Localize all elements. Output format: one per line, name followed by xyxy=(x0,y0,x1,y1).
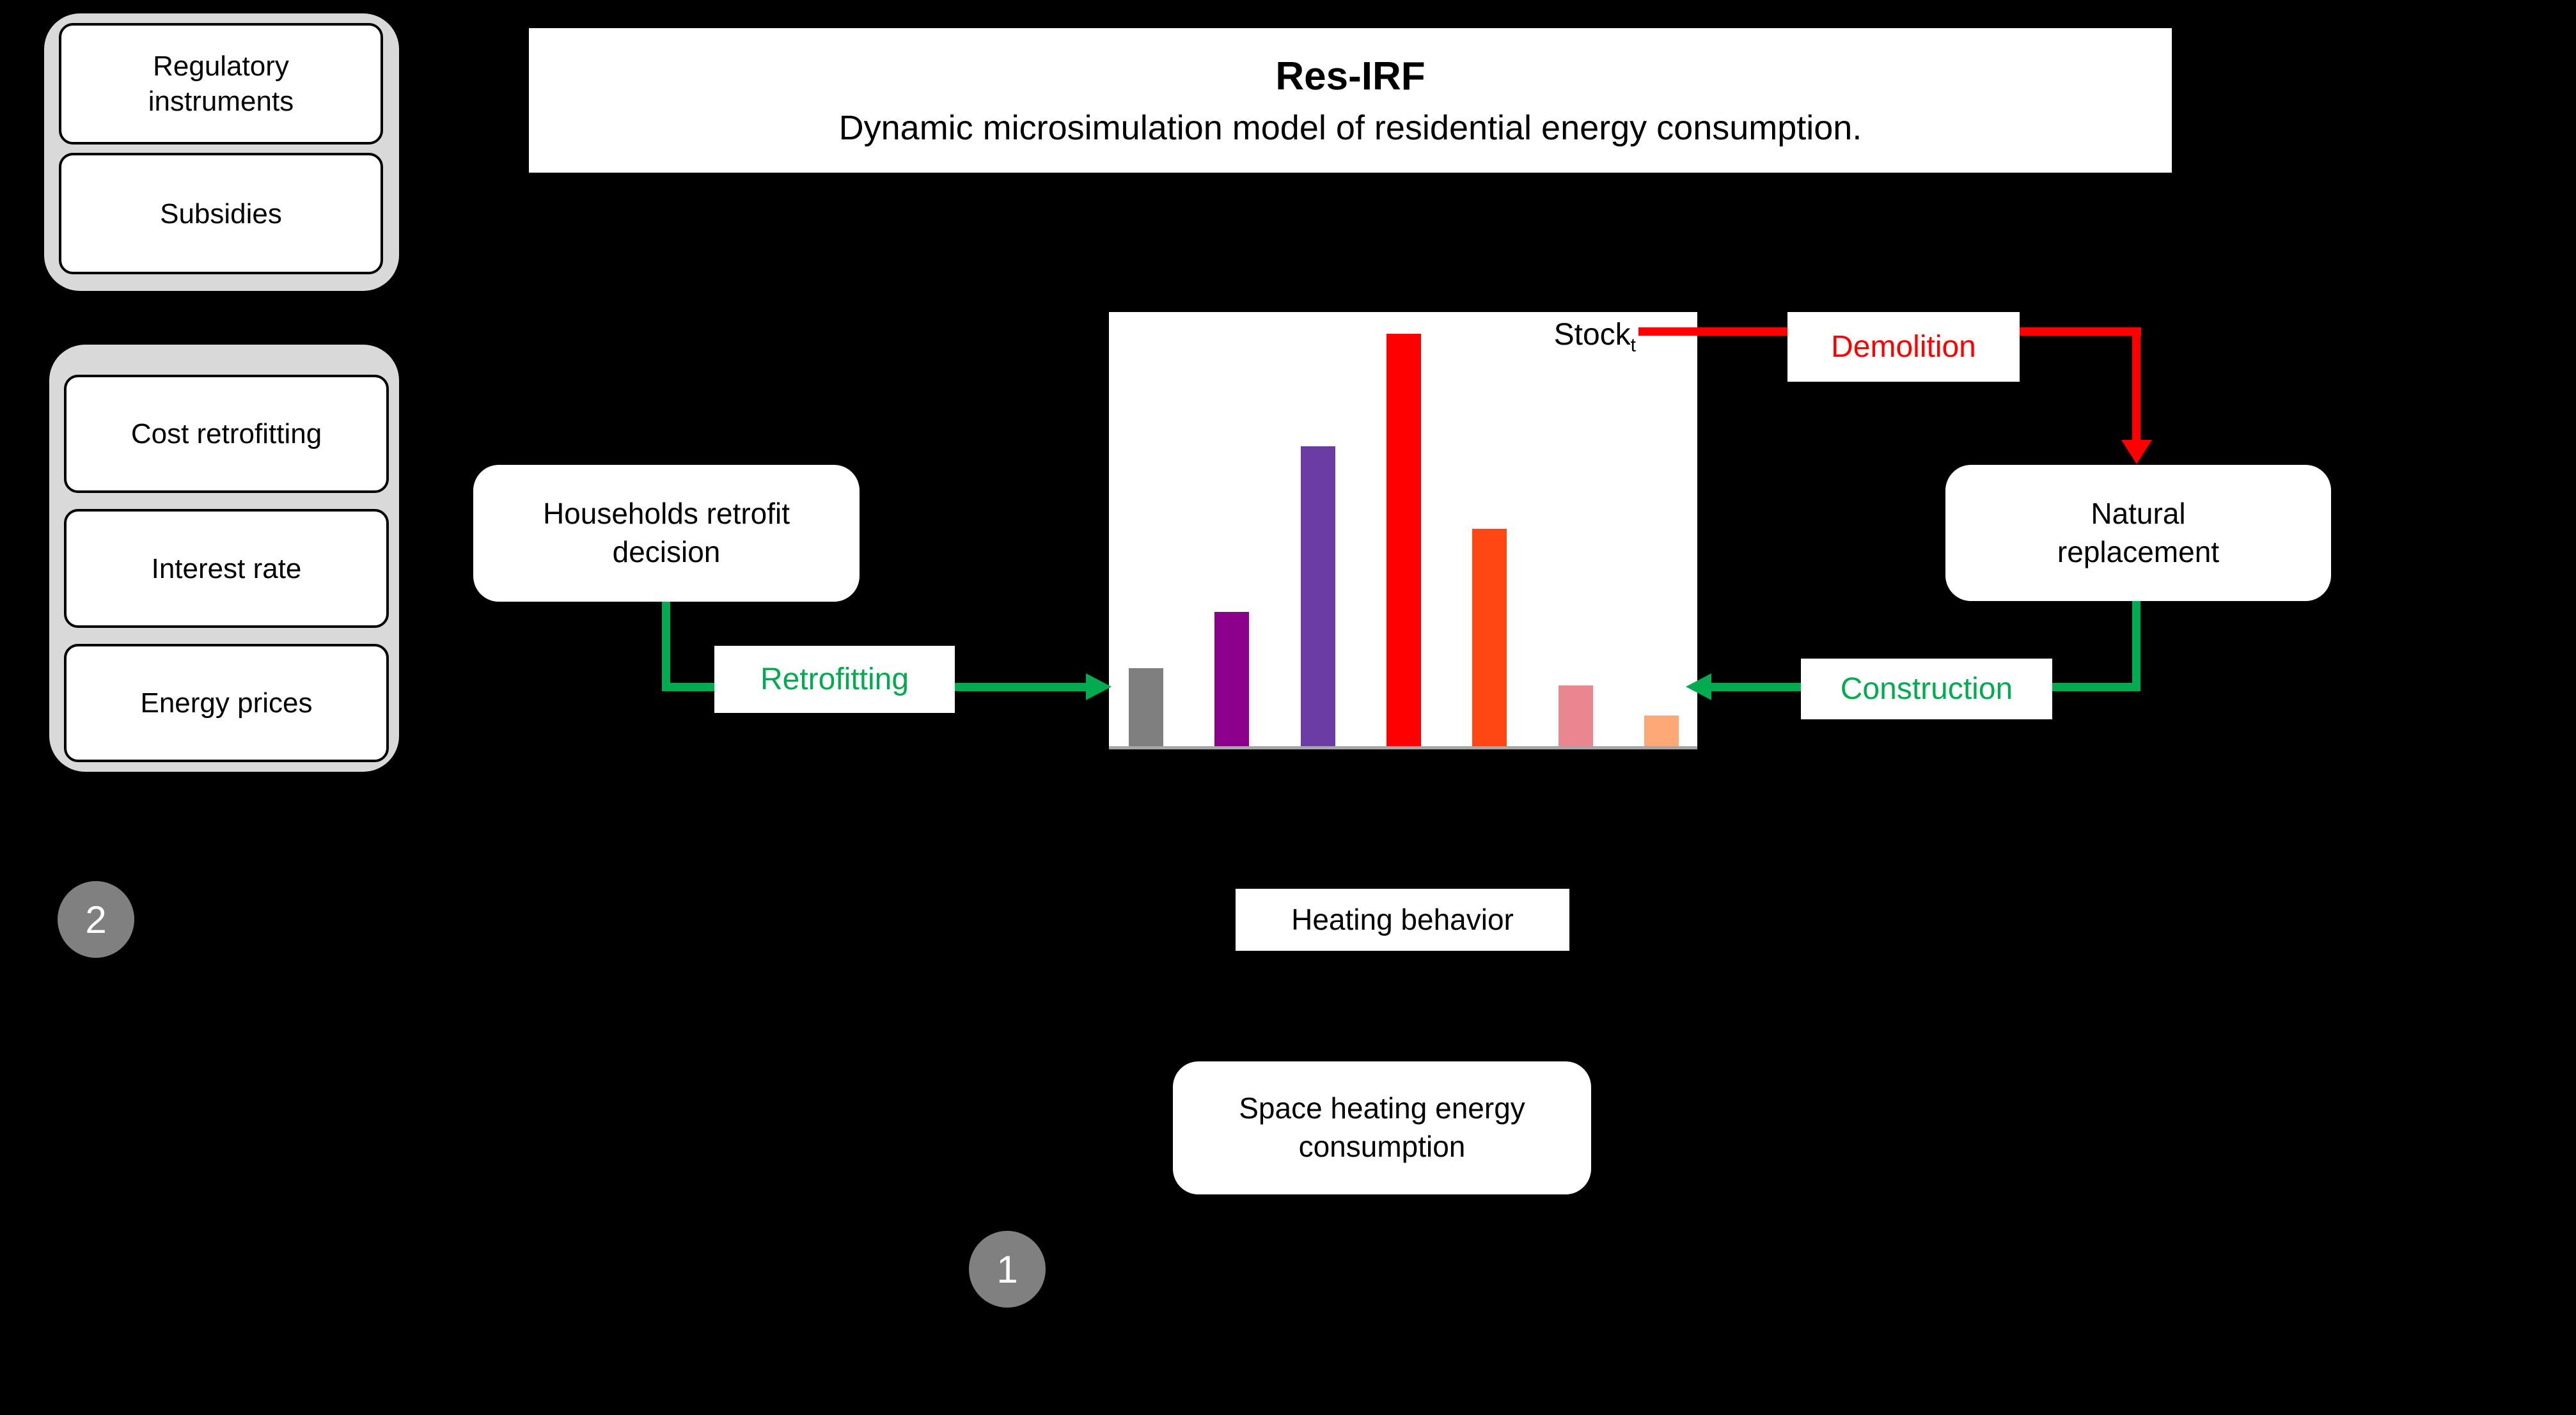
demolition-label: Demolition xyxy=(1831,330,1976,364)
step-badge-1-label: 1 xyxy=(996,1247,1018,1291)
stock-bar-chart: Stockt xyxy=(1109,312,1697,749)
construction-label: Construction xyxy=(1840,672,2013,706)
construction-label-box: Construction xyxy=(1801,659,2052,719)
space-heating-label: Space heating energy consumption xyxy=(1239,1091,1525,1163)
chart-baseline xyxy=(1109,746,1697,749)
stock-bar-5 xyxy=(1472,529,1507,746)
construction-arrowhead-icon xyxy=(1686,673,1711,700)
subsidies-label: Subsidies xyxy=(160,198,282,230)
space-heating-box: Space heating energy consumption xyxy=(1173,1061,1591,1194)
cost-retrofitting-label: Cost retrofitting xyxy=(130,418,322,450)
subsidies-box: Subsidies xyxy=(59,153,383,274)
cost-retrofitting-box: Cost retrofitting xyxy=(64,375,389,493)
natural-replacement-box: Natural replacement xyxy=(1945,465,2331,601)
interest-rate-box: Interest rate xyxy=(64,509,389,628)
regulatory-instruments-label: Regulatory instruments xyxy=(148,51,294,117)
demolition-arrowhead-icon xyxy=(2121,440,2152,464)
title-box: Res-IRF Dynamic microsimulation model of… xyxy=(529,28,2172,173)
demolition-label-box: Demolition xyxy=(1787,312,2020,382)
demolition-line-vertical xyxy=(2132,327,2140,441)
retrofitting-label: Retrofitting xyxy=(760,662,909,696)
households-retrofit-box: Households retrofit decision xyxy=(473,465,860,602)
stock-bar-3 xyxy=(1301,446,1335,746)
stock-bar-7 xyxy=(1644,715,1679,746)
regulatory-instruments-box: Regulatory instruments xyxy=(59,23,383,145)
step-badge-2-label: 2 xyxy=(85,898,107,941)
heating-behavior-label: Heating behavior xyxy=(1291,902,1514,936)
energy-prices-label: Energy prices xyxy=(140,687,313,719)
step-badge-2: 2 xyxy=(58,881,134,958)
stock-bar-4 xyxy=(1386,334,1421,746)
model-subtitle: Dynamic microsimulation model of residen… xyxy=(838,108,1862,147)
stock-bar-6 xyxy=(1559,685,1593,746)
retrofitting-arrowhead-icon xyxy=(1086,673,1111,700)
stock-label: Stockt xyxy=(1553,318,1636,356)
natural-replacement-label: Natural replacement xyxy=(2057,496,2220,568)
construction-line-vertical xyxy=(2132,601,2140,685)
stock-bar-1 xyxy=(1129,668,1163,746)
model-title: Res-IRF xyxy=(1275,54,1425,98)
energy-prices-box: Energy prices xyxy=(64,644,389,762)
interest-rate-label: Interest rate xyxy=(151,552,302,584)
stock-bar-2 xyxy=(1214,612,1249,746)
households-retrofit-label: Households retrofit decision xyxy=(542,497,790,568)
heating-behavior-box: Heating behavior xyxy=(1236,889,1569,951)
step-badge-1: 1 xyxy=(969,1231,1046,1308)
retrofitting-line-vertical xyxy=(662,602,670,691)
retrofitting-label-box: Retrofitting xyxy=(714,646,955,713)
stock-bars xyxy=(1109,312,1697,749)
